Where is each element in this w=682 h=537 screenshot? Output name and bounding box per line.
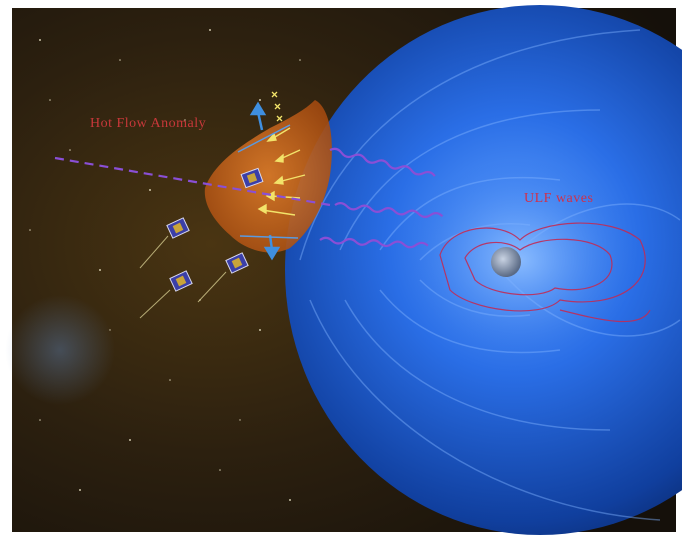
- satellite-icon: [240, 167, 264, 189]
- satellite-icon: [166, 217, 190, 239]
- satellite-icon: [169, 270, 193, 292]
- earth-icon: [491, 247, 521, 277]
- flow-arrows: [257, 127, 306, 216]
- ulf-waves-label: ULF waves: [524, 191, 594, 206]
- hot-flow-anomaly-region: [204, 100, 332, 253]
- solar-wind-lines: [54, 147, 444, 249]
- hot-flow-anomaly-label: Hot Flow Anomaly: [90, 116, 207, 131]
- star-field: [29, 29, 301, 501]
- satellite-icon: [225, 252, 249, 274]
